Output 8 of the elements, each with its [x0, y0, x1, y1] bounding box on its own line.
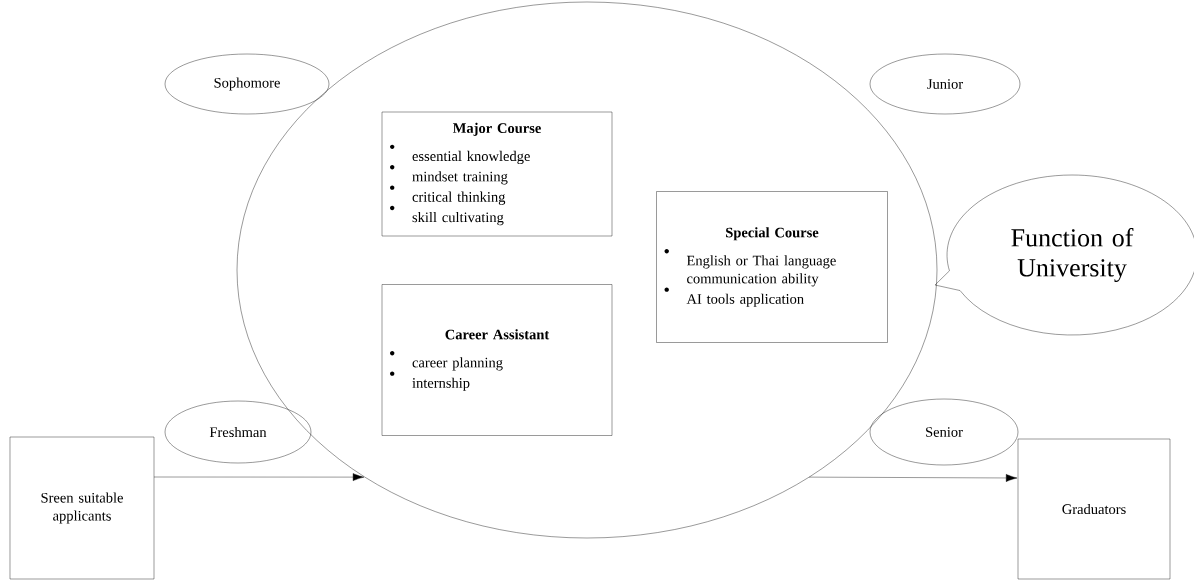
speech-bubble: Function of University [934, 174, 1194, 336]
course-box: Special Course English or Thai language communication ability AI tools application [656, 191, 888, 343]
process-box: Graduators [1017, 438, 1171, 580]
arrow [153, 473, 365, 481]
course-box: Major Course essential knowledge mindset training critical thinking skill cultivating [381, 111, 613, 237]
arrow [808, 474, 1018, 482]
process-box: Sreen suitable applicants [9, 436, 155, 580]
course-box: Career Assistant career planning internship [381, 284, 613, 436]
